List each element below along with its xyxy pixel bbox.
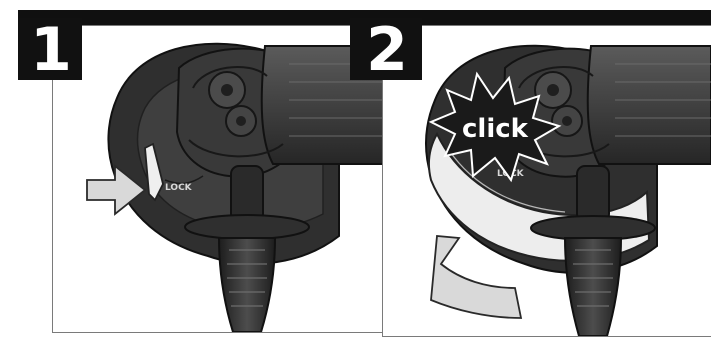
step-1-number: 1 [18,18,82,80]
step-2-panel: LOCK click [382,25,711,337]
step-2-illustration: LOCK click [383,26,711,336]
step-2-number: 2 [350,18,422,80]
step-1-illustration: LOCK [53,26,383,332]
svg-text:LOCK: LOCK [165,183,193,193]
click-callout: click [462,114,529,144]
step-1-panel: LOCK [52,25,384,333]
